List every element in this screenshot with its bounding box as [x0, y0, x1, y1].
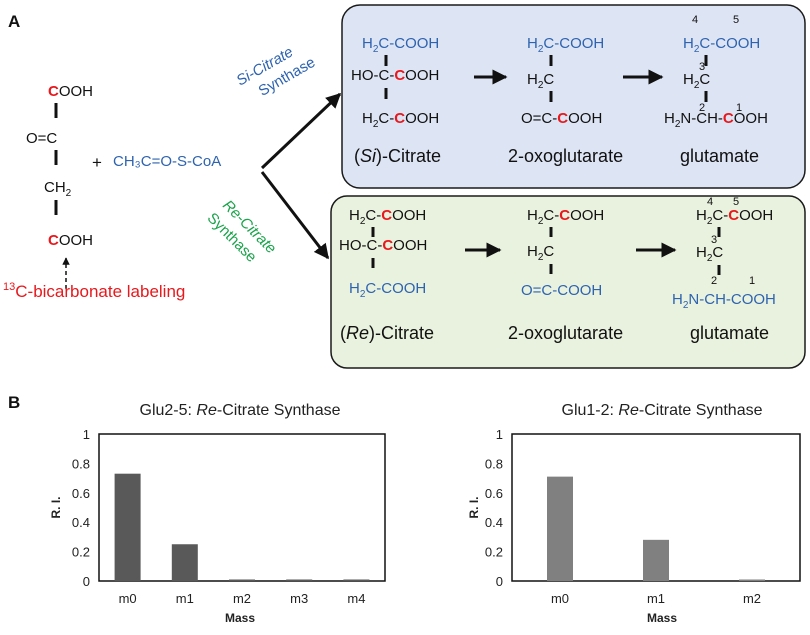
- x-tick-label: m0: [119, 591, 137, 606]
- re-glutamate-mid: H2C: [696, 244, 723, 264]
- si-glutamate-caption: glutamate: [680, 146, 759, 166]
- panel-b-label: B: [8, 393, 20, 412]
- chart-2: Glu1-2: Re-Citrate Synthase 0 0.2 0.4 0.6 0.8…: [467, 402, 801, 625]
- y-tick-label: 0.6: [72, 486, 90, 501]
- y-axis-label: R. I.: [467, 496, 481, 518]
- x-tick-label: m1: [647, 591, 665, 606]
- x-tick-label: m3: [290, 591, 308, 606]
- re-citrate-bottom: H2C-COOH: [349, 280, 426, 300]
- si-citrate-top: H2C-COOH: [362, 35, 439, 55]
- re-glutamate-caption: glutamate: [690, 323, 769, 343]
- si-citrate-bottom: H2C-COOH: [362, 110, 439, 130]
- bar-m0: [114, 473, 141, 581]
- x-tick-label: m1: [176, 591, 194, 606]
- re-glutamate-top: H2C-COOH: [696, 207, 773, 227]
- x-axis-label: Mass: [225, 611, 255, 625]
- y-tick-label: 0.2: [485, 545, 503, 560]
- oxaloacetate-oc-text: O=C: [26, 130, 57, 147]
- re-oxoglutarate-caption: 2-oxoglutarate: [508, 323, 623, 343]
- re-oxoglutarate-mid: H2C: [527, 243, 554, 263]
- re-glu-num-4: 4: [707, 196, 713, 208]
- x-tick-label: m4: [347, 591, 365, 606]
- arrow-to-re-citrate: [260, 171, 330, 260]
- y-tick-label: 0.8: [72, 456, 90, 471]
- re-citrate-synthase-label: Re-CitrateSynthase: [204, 195, 280, 271]
- oxaloacetate-ch2-text: CH2: [44, 179, 72, 199]
- x-tick-label: m0: [551, 591, 569, 606]
- re-oxoglutarate-top: H2C-COOH: [527, 207, 604, 227]
- si-glu-num-2: 2: [699, 102, 705, 114]
- re-glu-num-5: 5: [733, 196, 739, 208]
- si-citrate-mid: HO-C-COOH: [351, 67, 439, 84]
- y-tick-label: 1: [83, 427, 90, 442]
- y-tick-label: 0: [496, 574, 503, 589]
- y-tick-label: 0.4: [72, 515, 90, 530]
- bar-m4: [343, 579, 370, 581]
- re-citrate-caption: (Re)-Citrate: [340, 323, 434, 343]
- y-tick-label: 1: [496, 427, 503, 442]
- x-axis-label: Mass: [647, 611, 677, 625]
- bar-m1: [643, 539, 669, 581]
- re-glu-num-2: 2: [711, 275, 717, 287]
- plot-frame: [98, 433, 386, 582]
- acetyl-coa-text: CH₃C=O-S-CoA: [113, 153, 221, 170]
- si-glu-num-3: 3: [699, 61, 705, 73]
- bar-charts: Glu2-5: Re-Citrate Synthase00.20.40.60.8…: [49, 402, 801, 625]
- y-tick-label: 0.4: [485, 515, 503, 530]
- chart-title: Glu2-5: Re-Citrate Synthase: [140, 402, 341, 419]
- bar-m3: [286, 579, 313, 581]
- chart-title-part: Re: [618, 402, 639, 419]
- panel-a: A COOH O=C CH2 COOH 13C-bicarbonate labe…: [3, 4, 806, 369]
- chart-title: Glu1-2: Re-Citrate Synthase: [562, 402, 763, 419]
- bar-m1: [171, 544, 198, 581]
- re-pathway-box: H2C-COOH HO-C-COOH H2C-COOH (Re)-Citrate…: [330, 195, 806, 369]
- si-oxoglutarate-mid: H2C: [527, 71, 554, 91]
- chart-title-part: Glu2-5:: [140, 402, 197, 419]
- chart-1: Glu2-5: Re-Citrate Synthase 0 0.2 0.4 0.6 0.8…: [49, 402, 386, 625]
- oxaloacetate-c4-text: COOH: [48, 232, 93, 249]
- re-citrate-mid: HO-C-COOH: [339, 237, 427, 254]
- si-glutamate-bottom: H2N-CH-COOH: [664, 110, 768, 130]
- bicarbonate-labeling-text: 13C-bicarbonate labeling: [3, 281, 185, 301]
- si-glutamate-mid: H2C: [683, 71, 710, 91]
- si-glutamate-top: H2C-COOH: [683, 35, 760, 55]
- si-citrate-caption: (Si)-Citrate: [354, 146, 441, 166]
- plus-sign: +: [92, 153, 102, 172]
- x-tick-label: m2: [743, 591, 761, 606]
- panel-a-label: A: [8, 12, 20, 31]
- bar-m2: [229, 579, 255, 581]
- chart-title-part: -Citrate Synthase: [217, 402, 341, 419]
- y-tick-label: 0.6: [485, 486, 503, 501]
- x-tick-label: m2: [233, 591, 251, 606]
- chart-title-part: Glu1-2:: [562, 402, 619, 419]
- si-glu-num-5: 5: [733, 14, 739, 26]
- y-tick-label: 0.8: [485, 456, 503, 471]
- bar-m0: [547, 476, 573, 581]
- re-glu-num-1: 1: [749, 275, 755, 287]
- si-oxoglutarate-bottom: O=C-COOH: [521, 110, 602, 127]
- chart-title-part: -Citrate Synthase: [639, 402, 763, 419]
- si-oxoglutarate-caption: 2-oxoglutarate: [508, 146, 623, 166]
- oxaloacetate-c1-text: COOH: [48, 83, 93, 100]
- y-tick-label: 0.2: [72, 545, 90, 560]
- si-oxoglutarate-top: H2C-COOH: [527, 35, 604, 55]
- bar-m2: [739, 579, 765, 581]
- arrow-to-si-citrate: [260, 92, 342, 170]
- re-citrate-top: H2C-COOH: [349, 207, 426, 227]
- y-tick-label: 0: [83, 574, 90, 589]
- y-axis-label: R. I.: [49, 496, 63, 518]
- si-pathway-box: H2C-COOH HO-C-COOH H2C-COOH (Si)-Citrate…: [341, 4, 806, 189]
- re-box-background: [330, 195, 806, 369]
- si-citrate-synthase-label: Si-CitrateSynthase: [234, 36, 319, 106]
- oxaloacetate-structure: COOH O=C CH2 COOH 13C-bicarbonate labeli…: [3, 83, 185, 301]
- re-glutamate-bottom: H2N-CH-COOH: [672, 291, 776, 311]
- si-glu-num-1: 1: [736, 102, 742, 114]
- re-oxoglutarate-bottom: O=C-COOH: [521, 282, 602, 299]
- si-glu-num-4: 4: [692, 14, 698, 26]
- si-box-background: [341, 4, 806, 189]
- re-glu-num-3: 3: [711, 234, 717, 246]
- chart-title-part: Re: [196, 402, 217, 419]
